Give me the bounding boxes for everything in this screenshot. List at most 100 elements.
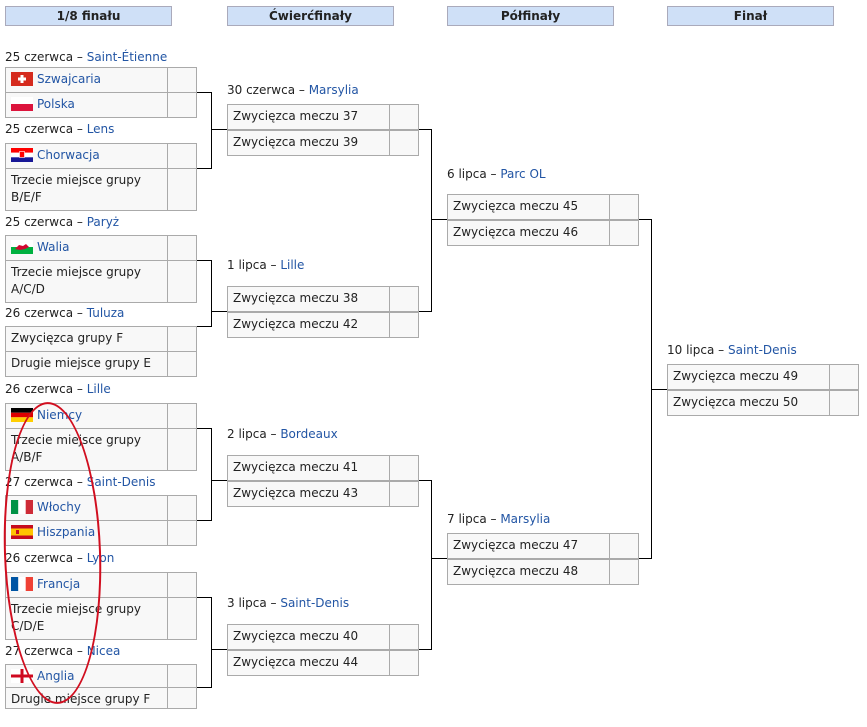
match-date: 26 czerwca – Tuluza	[5, 304, 124, 322]
england-flag-icon	[11, 669, 33, 683]
match-date: 27 czerwca – Nicea	[5, 642, 120, 660]
bracket-connector	[431, 480, 432, 650]
date-separator: –	[266, 427, 281, 441]
bracket-connector	[211, 649, 227, 650]
bracket-connector	[431, 558, 447, 559]
score-cell	[389, 312, 419, 338]
team-cell: Trzecie miejsce grupy B/E/F	[5, 168, 168, 211]
bracket-connector	[211, 260, 212, 327]
team-name[interactable]: Chorwacja	[37, 148, 100, 162]
score-cell	[167, 168, 197, 211]
score-cell	[389, 650, 419, 676]
match-date-text: 6 lipca	[447, 167, 487, 181]
team-cell: Zwycięzca meczu 47	[447, 533, 610, 559]
team-name[interactable]: Anglia	[37, 669, 75, 683]
team-name: Zwycięzca meczu 43	[233, 486, 359, 500]
team-name: Zwycięzca meczu 48	[453, 564, 579, 578]
bracket-connector	[211, 311, 227, 312]
team-cell: Trzecie miejsce grupy A/C/D	[5, 260, 168, 303]
venue-link[interactable]: Saint-Denis	[280, 596, 350, 610]
score-cell	[167, 495, 197, 521]
venue-link[interactable]: Parc OL	[500, 167, 546, 181]
date-separator: –	[73, 382, 87, 396]
match-date-text: 10 lipca	[667, 343, 715, 357]
match-date-text: 26 czerwca	[5, 551, 74, 565]
match-date-text: 27 czerwca	[5, 644, 74, 658]
team-name[interactable]: Hiszpania	[37, 525, 96, 539]
france-flag-icon	[11, 577, 33, 591]
round-header: Finał	[667, 6, 834, 26]
date-separator: –	[73, 551, 87, 565]
bracket-connector	[197, 687, 211, 688]
venue-link[interactable]: Nicea	[86, 644, 121, 658]
score-cell	[167, 351, 197, 377]
match-date-text: 7 lipca	[447, 512, 487, 526]
match-date-text: 1 lipca	[227, 258, 267, 272]
match-date-text: 25 czerwca	[5, 50, 74, 64]
team-name[interactable]: Francja	[37, 577, 81, 591]
team-name: Zwycięzca meczu 45	[453, 199, 579, 213]
date-separator: –	[73, 644, 87, 658]
italy-flag-icon	[11, 500, 33, 514]
score-cell	[167, 597, 197, 640]
match-date-text: 3 lipca	[227, 596, 267, 610]
venue-link[interactable]: Tuluza	[86, 306, 125, 320]
score-cell	[389, 455, 419, 481]
team-cell: Zwycięzca meczu 46	[447, 220, 610, 246]
match-date: 26 czerwca – Lille	[5, 380, 111, 398]
team-cell: Polska	[5, 92, 168, 118]
venue-link[interactable]: Lille	[86, 382, 111, 396]
venue-link[interactable]: Marsylia	[308, 83, 359, 97]
venue-link[interactable]: Lens	[86, 122, 115, 136]
date-separator: –	[486, 167, 501, 181]
team-cell: Francja	[5, 572, 168, 598]
switzerland-flag-icon	[11, 72, 33, 86]
bracket-connector	[197, 168, 211, 169]
venue-link[interactable]: Lille	[280, 258, 305, 272]
date-separator: –	[486, 512, 501, 526]
team-name: Trzecie miejsce grupy A/B/F	[11, 433, 141, 464]
team-cell: Trzecie miejsce grupy A/B/F	[5, 428, 168, 471]
date-separator: –	[266, 596, 281, 610]
team-name[interactable]: Włochy	[37, 500, 81, 514]
team-name[interactable]: Polska	[37, 97, 75, 111]
team-cell: Chorwacja	[5, 143, 168, 169]
venue-link[interactable]: Marsylia	[500, 512, 551, 526]
venue-link[interactable]: Bordeaux	[280, 427, 338, 441]
team-cell: Trzecie miejsce grupy C/D/E	[5, 597, 168, 640]
team-name[interactable]: Szwajcaria	[37, 72, 101, 86]
match-date: 6 lipca – Parc OL	[447, 165, 546, 183]
score-cell	[389, 130, 419, 156]
score-cell	[167, 92, 197, 118]
venue-link[interactable]: Saint-Denis	[727, 343, 797, 357]
match-date: 1 lipca – Lille	[227, 256, 304, 274]
score-cell	[167, 572, 197, 598]
date-separator: –	[73, 215, 87, 229]
team-name: Drugie miejsce grupy F	[11, 692, 151, 706]
bracket-connector	[211, 92, 212, 169]
match-date-text: 2 lipca	[227, 427, 267, 441]
match-date: 26 czerwca – Lyon	[5, 549, 114, 567]
team-cell: Zwycięzca meczu 48	[447, 559, 610, 585]
germany-flag-icon	[11, 408, 33, 422]
team-name: Zwycięzca meczu 42	[233, 317, 359, 331]
score-cell	[389, 481, 419, 507]
venue-link[interactable]: Paryż	[86, 215, 120, 229]
team-name[interactable]: Niemcy	[37, 408, 83, 422]
team-cell: Szwajcaria	[5, 67, 168, 93]
team-cell: Drugie miejsce grupy F	[5, 687, 168, 709]
team-cell: Zwycięzca meczu 40	[227, 624, 390, 650]
team-name: Zwycięzca meczu 49	[673, 369, 799, 383]
score-cell	[167, 428, 197, 471]
venue-link[interactable]: Lyon	[86, 551, 115, 565]
venue-link[interactable]: Saint-Denis	[86, 475, 156, 489]
team-name[interactable]: Walia	[37, 240, 70, 254]
score-cell	[167, 67, 197, 93]
date-separator: –	[73, 475, 87, 489]
team-cell: Zwycięzca meczu 38	[227, 286, 390, 312]
score-cell	[167, 143, 197, 169]
venue-link[interactable]: Saint-Étienne	[86, 50, 168, 64]
bracket-connector	[419, 649, 431, 650]
team-name: Zwycięzca meczu 38	[233, 291, 359, 305]
team-cell: Zwycięzca grupy F	[5, 326, 168, 352]
